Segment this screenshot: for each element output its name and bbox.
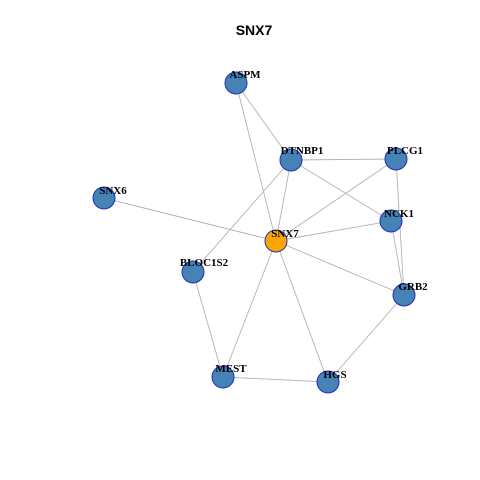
label-layer: ASPM DTNBP1 PLCG1SNX6NCK1SNX7BLOC1S2GRB2ME… (99, 69, 428, 381)
node-mest (211, 365, 235, 389)
edge-hgs-grb2 (327, 294, 405, 383)
node-plcg1 (384, 147, 408, 171)
diagram-title: SNX7 (236, 22, 273, 38)
node-label-mest: MEST (215, 363, 247, 375)
node-label-aspm: ASPM (229, 69, 261, 81)
edge-dtnbp1-nck1 (290, 159, 392, 222)
node-label-hgs: HGS (323, 369, 346, 381)
edge-nck1-snx7 (275, 220, 392, 242)
node-aspm (224, 71, 248, 95)
node-label-dtnbp1: DTNBP1 (281, 145, 324, 157)
edge-snx7-grb2 (275, 240, 405, 296)
node-layer (92, 71, 416, 394)
edge-dtnbp1-bloc1s2 (192, 159, 292, 273)
node-hgs (316, 370, 340, 394)
node-label-grb2: GRB2 (398, 281, 428, 293)
node-label-bloc1s2: BLOC1S2 (180, 257, 229, 269)
edge-snx6-snx7 (103, 197, 277, 242)
node-bloc1s2 (181, 260, 205, 284)
edge-dtnbp1-snx7 (275, 159, 292, 242)
edge-snx7-mest (222, 240, 277, 378)
edge-plcg1-snx7 (275, 158, 397, 242)
edge-aspm-snx7 (235, 82, 277, 242)
edge-mest-hgs (222, 376, 329, 383)
edge-bloc1s2-mest (192, 271, 224, 378)
node-label-plcg1: PLCG1 (387, 145, 423, 157)
node-grb2 (392, 283, 416, 307)
node-label-snx6: SNX6 (99, 185, 127, 197)
node-label-snx7: SNX7 (271, 228, 299, 240)
edge-snx7-hgs (275, 240, 329, 383)
node-nck1 (379, 209, 403, 233)
edge-layer (103, 82, 405, 383)
edge-nck1-grb2 (390, 220, 405, 296)
node-dtnbp1 (279, 148, 303, 172)
edge-aspm-dtnbp1 (235, 82, 292, 161)
edge-dtnbp1-plcg1 (290, 158, 397, 161)
node-snx7 (264, 229, 288, 253)
node-snx6 (92, 186, 116, 210)
node-label-nck1: NCK1 (384, 208, 414, 220)
